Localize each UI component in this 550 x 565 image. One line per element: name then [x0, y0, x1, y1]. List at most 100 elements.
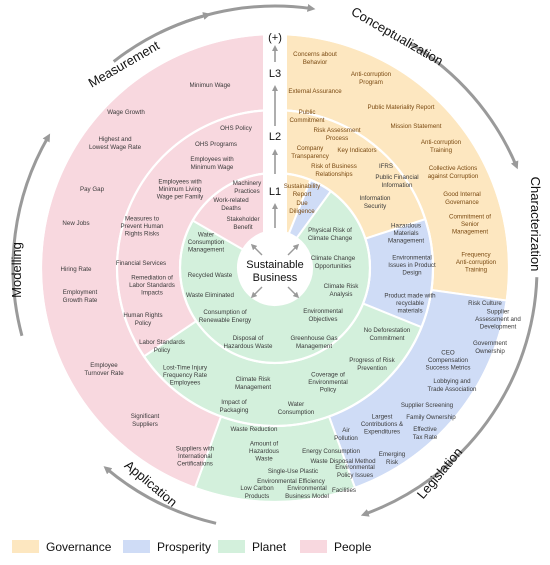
label-line: Good Internal — [443, 191, 481, 198]
label-line: Facilities — [332, 487, 356, 494]
label-line: Supplier Screening — [401, 402, 454, 409]
label-pl-energy-consumption: Energy Consumption — [302, 448, 360, 455]
label-line: Certifications — [177, 461, 213, 468]
label-line: Risk — [386, 459, 399, 466]
label-line: Government — [473, 340, 507, 347]
label-line: Information — [382, 182, 414, 189]
level-l2: L2 — [269, 131, 281, 143]
label-line: Transparency — [291, 153, 330, 160]
label-line: Energy Consumption — [302, 448, 360, 455]
cycle-arrow-4 — [103, 466, 217, 525]
label-line: Management — [296, 343, 332, 350]
label-pe-pay-gap: Pay Gap — [80, 186, 105, 193]
cycle-arrows — [11, 4, 539, 525]
ring-sectors — [39, 32, 511, 504]
label-line: Environmental — [287, 485, 327, 492]
label-line: Employees with — [190, 156, 234, 163]
center-arrow-sw — [250, 286, 263, 299]
label-line: Information — [360, 195, 392, 202]
label-line: Frequency — [461, 251, 491, 258]
center-arrow-ne — [287, 243, 300, 256]
label-pe-wage-growth: Wage Growth — [107, 109, 145, 116]
label-line: Emerging — [379, 451, 406, 458]
label-line: Issues in Product — [388, 262, 436, 269]
legend-swatch — [300, 540, 327, 553]
cycle-arrow-3 — [360, 277, 539, 517]
label-line: Product made with — [384, 292, 436, 299]
center-title-line1: Sustainable — [246, 259, 304, 271]
label-line: Sustainability — [284, 183, 321, 190]
legend-item-prosperity: Prosperity — [123, 540, 211, 554]
label-line: Anti-corruption — [456, 259, 497, 266]
label-line: Public Materiality Report — [367, 104, 434, 111]
label-line: Supplier — [487, 308, 510, 315]
label-line: Significant — [131, 413, 160, 420]
label-line: CEO — [441, 349, 455, 356]
label-line: Amount of — [250, 440, 278, 447]
cycle-label-modelling: Modelling — [9, 242, 24, 298]
label-line: against Corruption — [428, 173, 479, 180]
label-line: Suppliers — [132, 421, 158, 428]
label-line: Behavior — [303, 59, 327, 66]
label-line: Anti-corruption — [421, 139, 462, 146]
label-line: Practices — [234, 188, 259, 195]
label-line: Policy — [135, 320, 152, 327]
label-line: Management — [388, 238, 424, 245]
label-line: Greenhouse Gas — [290, 335, 337, 342]
label-pl-waste-disposal-method: Waste Disposal Method — [310, 458, 376, 465]
legend-swatch — [123, 540, 150, 553]
label-line: Turnover Rate — [84, 370, 124, 377]
label-line: Security — [364, 203, 387, 210]
label-line: Company — [297, 145, 324, 152]
label-pe-new-jobs: New Jobs — [62, 220, 89, 227]
label-line: Materials — [393, 230, 418, 237]
label-gov-mission: Mission Statement — [391, 123, 442, 130]
label-line: Human Rights — [123, 312, 162, 319]
label-line: Diligence — [289, 208, 315, 215]
label-pl-single-use-plastic: Single-Use Plastic — [268, 468, 318, 475]
label-line: No Deforestation — [364, 327, 411, 334]
center-title-line2: Business — [253, 272, 298, 284]
label-line: Single-Use Plastic — [268, 468, 318, 475]
label-line: Management — [235, 384, 271, 391]
label-line: Lobbying and — [433, 378, 471, 385]
label-line: Due — [296, 200, 308, 207]
label-line: Employee — [90, 362, 118, 369]
label-line: Compensation — [428, 357, 468, 364]
label-line: Governance — [445, 199, 479, 206]
label-line: Ownership — [475, 348, 505, 355]
label-pe-ohs-programs: OHS Programs — [195, 141, 237, 148]
label-line: Environmental — [335, 464, 375, 471]
legend-label: People — [334, 540, 372, 554]
label-line: Air — [342, 427, 350, 434]
label-line: Policy — [320, 387, 337, 394]
